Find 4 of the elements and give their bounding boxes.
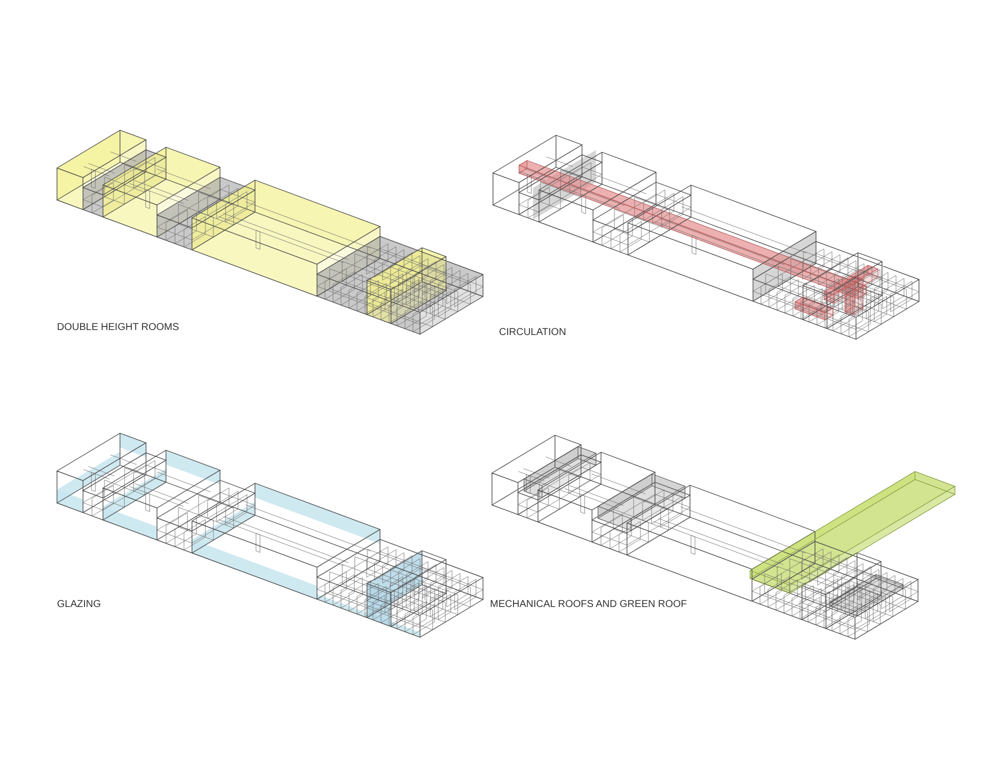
caption: CIRCULATION [499,327,566,339]
caption: DOUBLE HEIGHT ROOMS [57,322,180,334]
caption: GLAZING [57,599,101,611]
caption: MECHANICAL ROOFS AND GREEN ROOF [490,599,687,611]
